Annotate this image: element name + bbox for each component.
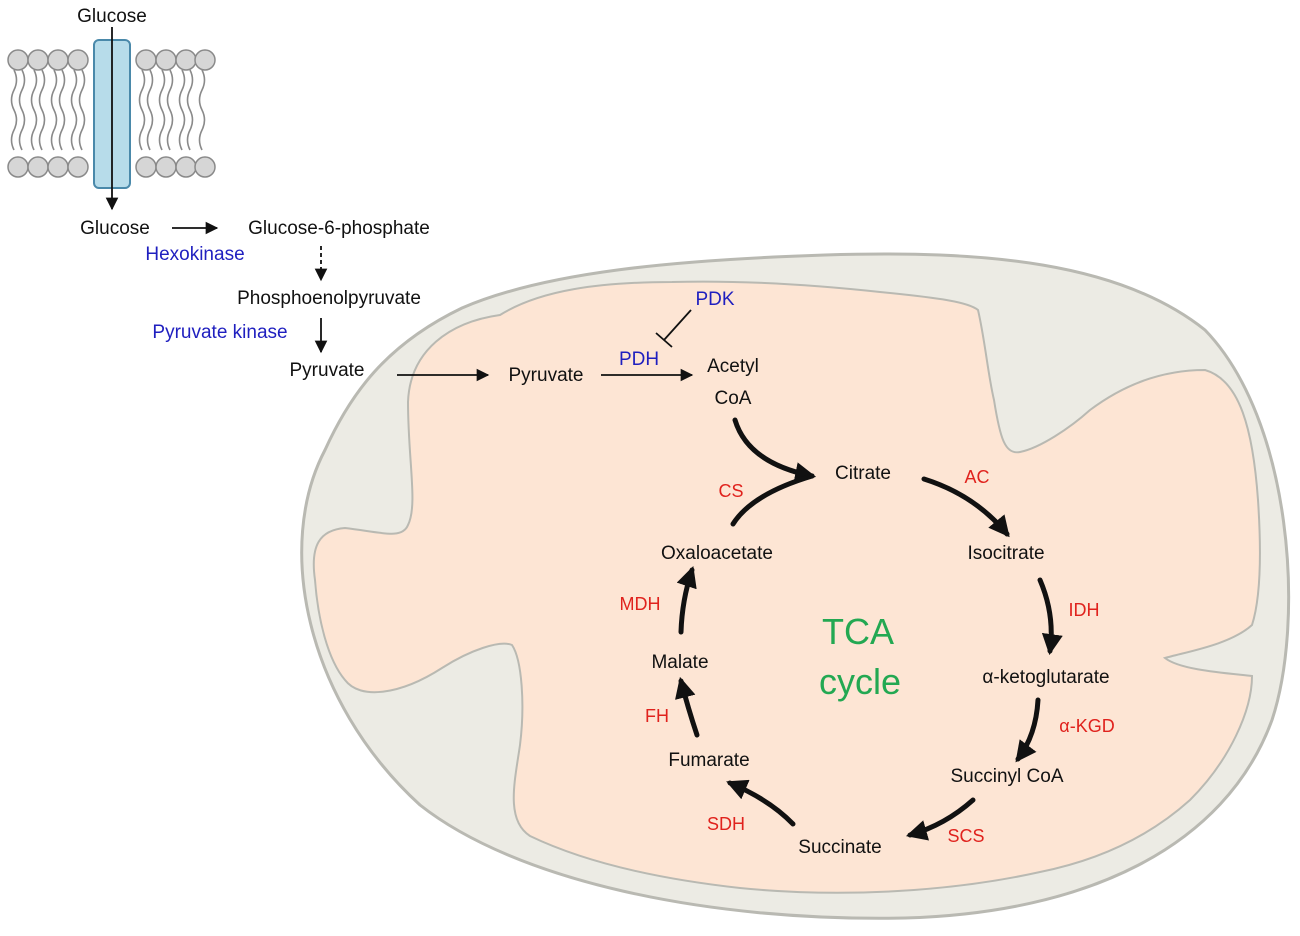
isocitrate-label: Isocitrate — [967, 543, 1044, 564]
mdh-enzyme-label: MDH — [620, 594, 661, 614]
arrow-citrate-to-isocitrate — [921, 476, 1010, 538]
oxaloacetate-label: Oxaloacetate — [661, 543, 773, 564]
glycolysis-arrows — [105, 27, 694, 382]
tca-cycle-label-line1: TCA — [822, 611, 894, 652]
acetyl-coa-label-line1: Acetyl — [707, 356, 759, 377]
arrow-fumarate-to-malate — [675, 676, 700, 738]
lipid-tails — [10, 69, 206, 151]
arrow-acetyl-coa-to-citrate — [732, 417, 817, 483]
hexokinase-label: Hexokinase — [145, 244, 244, 265]
fh-enzyme-label: FH — [645, 706, 669, 726]
pdk-inhibition — [655, 309, 692, 348]
pdk-label: PDK — [695, 289, 734, 310]
akgd-enzyme-label: α-KGD — [1059, 716, 1114, 736]
lipid-heads-inner — [7, 156, 216, 178]
idh-enzyme-label: IDH — [1069, 600, 1100, 620]
pdh-label: PDH — [619, 349, 659, 370]
cs-enzyme-label: CS — [718, 481, 743, 501]
glucose-extracellular-label: Glucose — [77, 6, 147, 27]
arrow-oxaloacetate-to-citrate — [730, 473, 815, 527]
arrow-isocitrate-to-akg — [1037, 577, 1063, 656]
glucose-label: Glucose — [80, 218, 150, 239]
arrow-akg-to-succinyl-coa — [1015, 697, 1041, 763]
malate-label: Malate — [651, 652, 708, 673]
phosphoenolpyruvate-label: Phosphoenolpyruvate — [237, 288, 421, 309]
succinate-label: Succinate — [798, 837, 881, 858]
pyruvate-mito-label: Pyruvate — [509, 365, 584, 386]
acetyl-coa-label-line2: CoA — [715, 388, 752, 409]
pyruvate-cytosol-label: Pyruvate — [290, 360, 365, 381]
glucose-6-phosphate-label: Glucose-6-phosphate — [248, 218, 430, 239]
pyruvate-kinase-label: Pyruvate kinase — [152, 322, 287, 343]
arrow-malate-to-oxaloacetate — [676, 566, 697, 635]
mitochondrion — [300, 252, 1291, 920]
pdk-inhibition-bar — [655, 332, 673, 348]
succinyl-coa-label: Succinyl CoA — [951, 766, 1064, 787]
fumarate-label: Fumarate — [668, 750, 749, 771]
alpha-ketoglutarate-label: α-ketoglutarate — [982, 667, 1109, 688]
pdk-inhibition-line — [663, 309, 692, 341]
tca-arrows — [675, 417, 1063, 841]
scs-enzyme-label: SCS — [947, 826, 984, 846]
sdh-enzyme-label: SDH — [707, 814, 745, 834]
lipid-heads-outer — [7, 49, 216, 71]
citrate-label: Citrate — [835, 463, 891, 484]
arrow-succinyl-coa-to-succinate — [905, 797, 976, 841]
ac-enzyme-label: AC — [964, 467, 989, 487]
arrow-succinate-to-fumarate — [726, 779, 796, 827]
tca-cycle-label-line2: cycle — [819, 661, 901, 702]
